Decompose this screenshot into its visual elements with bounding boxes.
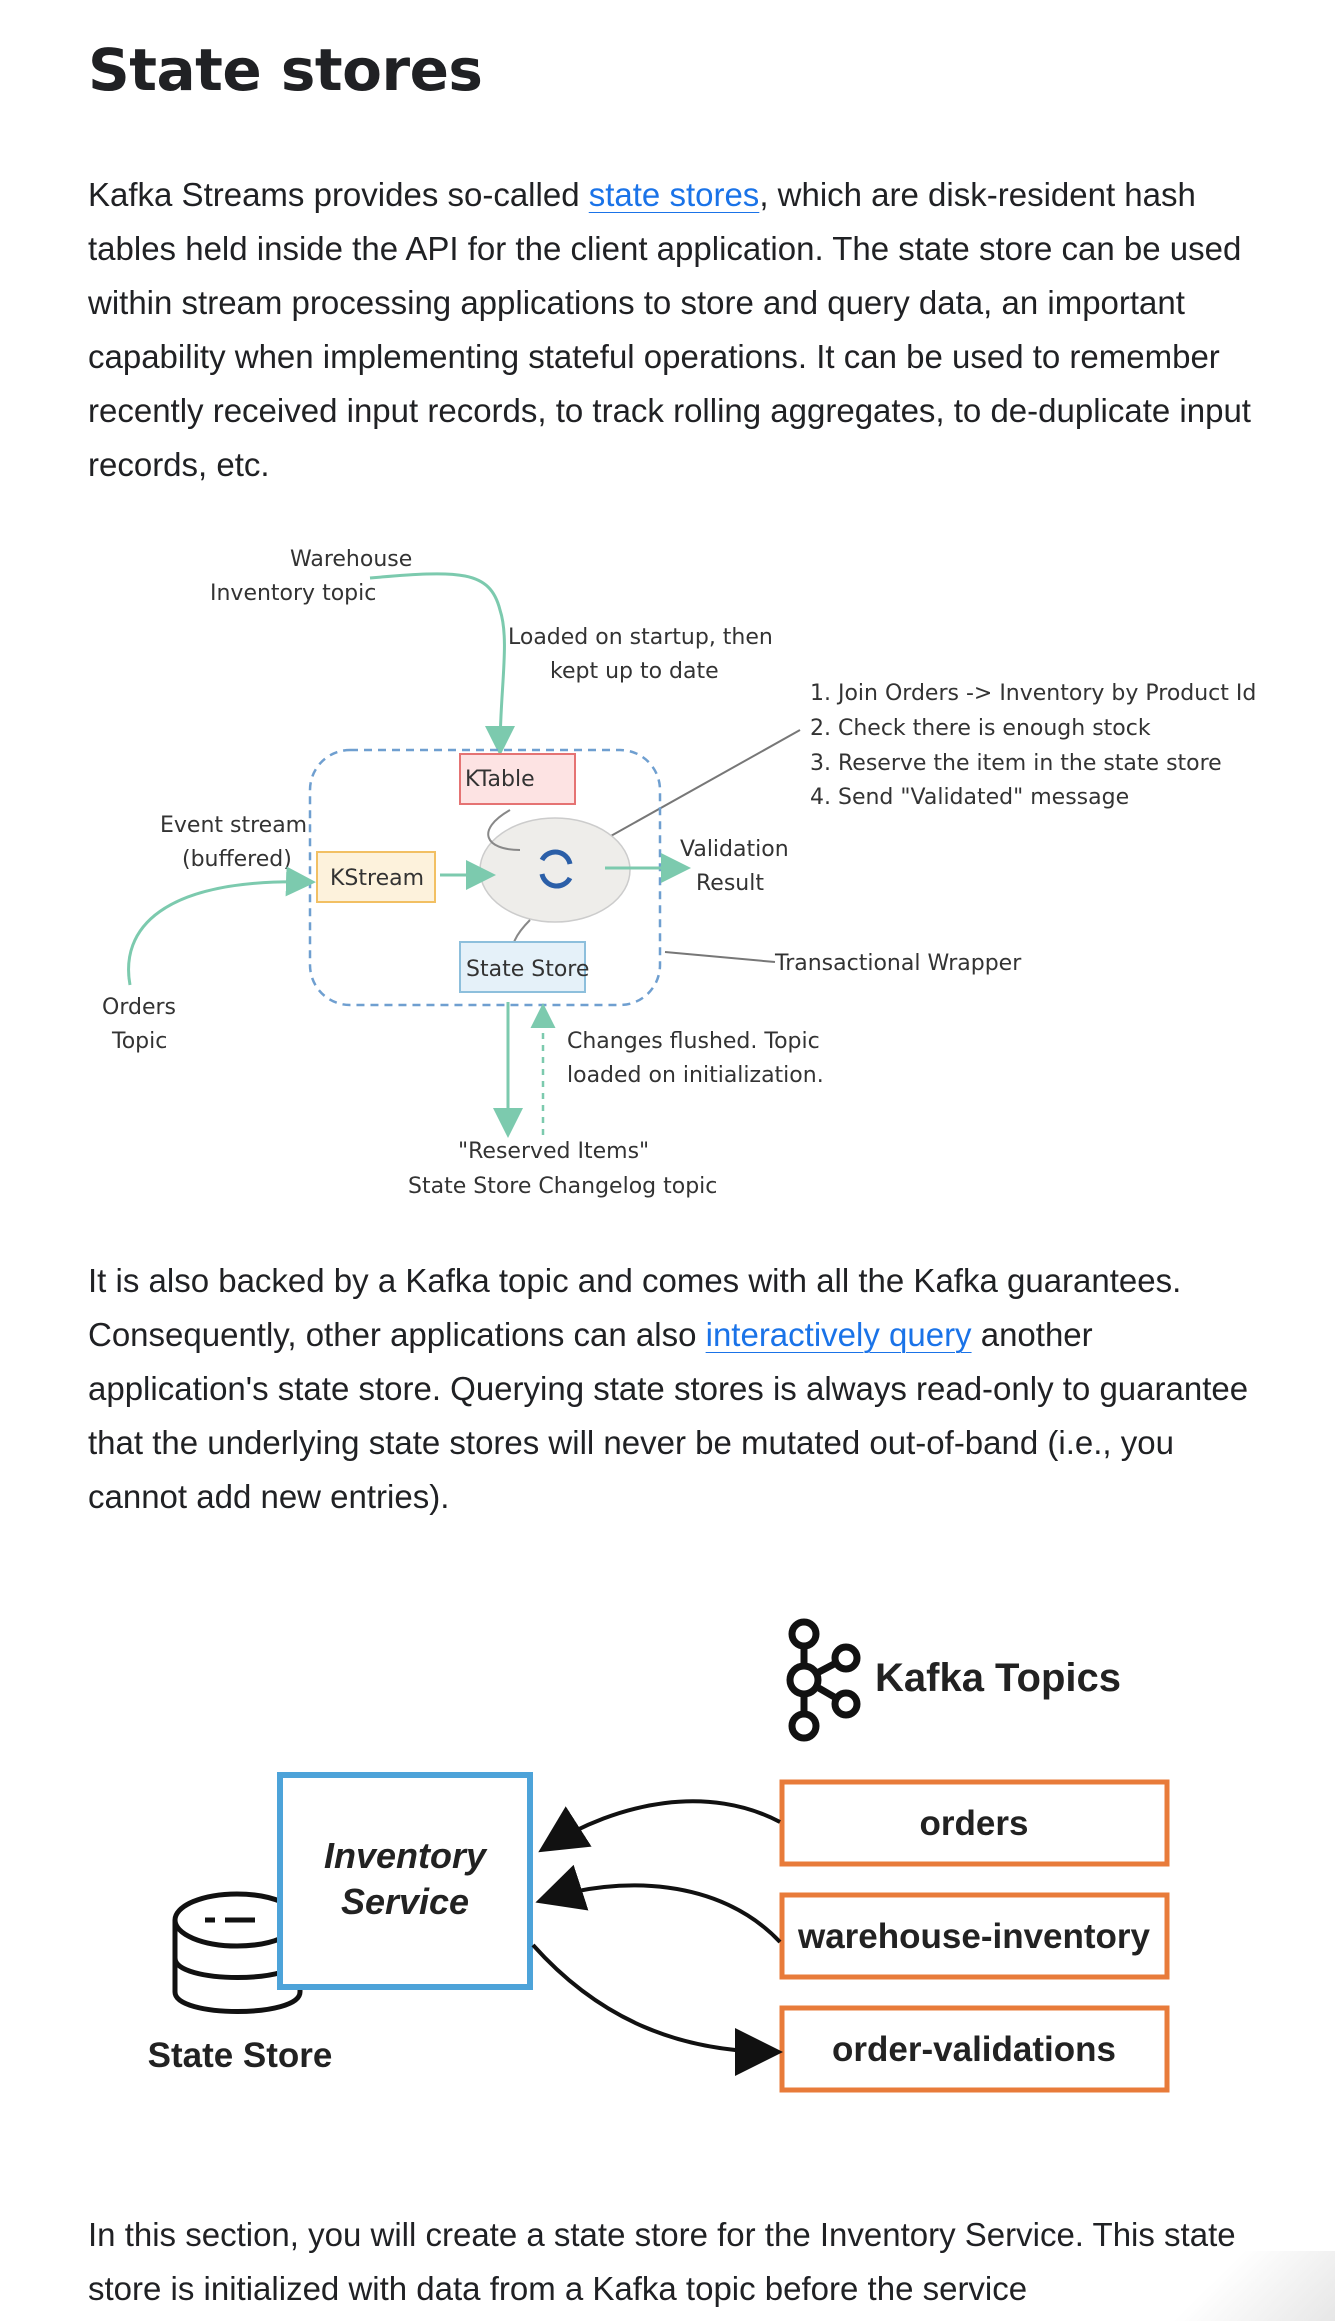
state-store-label: State Store <box>466 957 589 982</box>
topic-warehouse-inventory-label: warehouse-inventory <box>797 1917 1151 1956</box>
sync-icon <box>539 849 573 889</box>
state-store-box <box>459 941 586 993</box>
changelog-label-1: "Reserved Items" <box>458 1139 649 1164</box>
para1-text-start: Kafka Streams provides so-called <box>88 176 589 213</box>
validation-label-2: Result <box>696 871 764 896</box>
backing-paragraph: It is also backed by a Kafka topic and c… <box>88 1254 1263 1524</box>
kafka-logo-icon <box>786 1618 861 1742</box>
warehouse-arrow <box>369 572 516 756</box>
loaded-note-2: kept up to date <box>550 659 719 684</box>
topic-warehouse-inventory-box <box>779 1892 1170 1980</box>
orders-topic-label-1: Orders <box>102 995 176 1020</box>
changes-note-1: Changes flushed. Topic <box>567 1029 820 1054</box>
para2-text-end: another application's state store. Query… <box>88 1316 1249 1515</box>
database-icon <box>172 1891 303 2014</box>
topic-orders-box <box>779 1779 1170 1867</box>
para2-text-start: It is also backed by a Kafka topic and c… <box>88 1262 1182 1353</box>
orders-topic-label-2: Topic <box>111 1029 167 1054</box>
service-label-1: Inventory <box>324 1835 488 1876</box>
topic-orders-label: orders <box>920 1804 1029 1843</box>
loop-line-top <box>487 809 521 851</box>
service-label-2: Service <box>341 1881 469 1922</box>
warehouse-to-service-arrow <box>535 1864 782 1944</box>
changelog-label-2: State Store Changelog topic <box>408 1174 717 1199</box>
validation-label-1: Validation <box>680 837 789 862</box>
state-store-diagram: Warehouse Inventory topic Loaded on star… <box>102 547 1256 1199</box>
event-stream-label-2: (buffered) <box>182 847 292 872</box>
changes-note-2: loaded on initialization. <box>567 1063 824 1088</box>
intro-paragraph: Kafka Streams provides so-called state s… <box>88 168 1263 492</box>
step-1: 1. Join Orders -> Inventory by Product I… <box>810 681 1256 706</box>
orders-arrow <box>127 866 316 986</box>
section-paragraph: In this section, you will create a state… <box>88 2216 1236 2307</box>
topic-order-validations-label: order-validations <box>832 2030 1116 2069</box>
kstream-label: KStream <box>330 866 424 891</box>
page-title: State stores <box>88 36 483 104</box>
transactional-wrapper-box <box>308 748 662 1007</box>
state-stores-link[interactable]: state stores <box>588 176 760 213</box>
interactively-query-link[interactable]: interactively query <box>705 1316 972 1353</box>
para1-text-end: , which are disk-resident hash tables he… <box>88 176 1251 483</box>
inventory-service-diagram: Kafka Topics Inventory Service State Sto… <box>148 1618 1170 2093</box>
inventory-service-box <box>277 1772 533 1990</box>
service-to-validations-arrow <box>531 1943 783 2076</box>
transactional-label: Transactional Wrapper <box>774 951 1022 976</box>
scroll-fade <box>1135 2251 1335 2321</box>
step-4: 4. Send "Validated" message <box>810 785 1129 810</box>
step-3: 3. Reserve the item in the state store <box>810 751 1222 776</box>
kstream-box <box>316 851 436 903</box>
event-stream-label-1: Event stream <box>160 813 307 838</box>
orders-to-service-arrow <box>538 1799 781 1853</box>
loaded-note-1: Loaded on startup, then <box>508 625 773 650</box>
wrapper-pointer-line <box>664 951 776 963</box>
ktable-box <box>459 753 576 805</box>
warehouse-topic-label-2: Inventory topic <box>210 581 376 606</box>
kafka-topics-heading: Kafka Topics <box>875 1656 1121 1700</box>
step-2: 2. Check there is enough stock <box>810 716 1151 741</box>
warehouse-topic-label-1: Warehouse <box>290 547 412 572</box>
processor-blob <box>479 817 631 923</box>
ktable-label: KTable <box>465 767 535 792</box>
state-store-caption: State Store <box>148 2036 333 2075</box>
